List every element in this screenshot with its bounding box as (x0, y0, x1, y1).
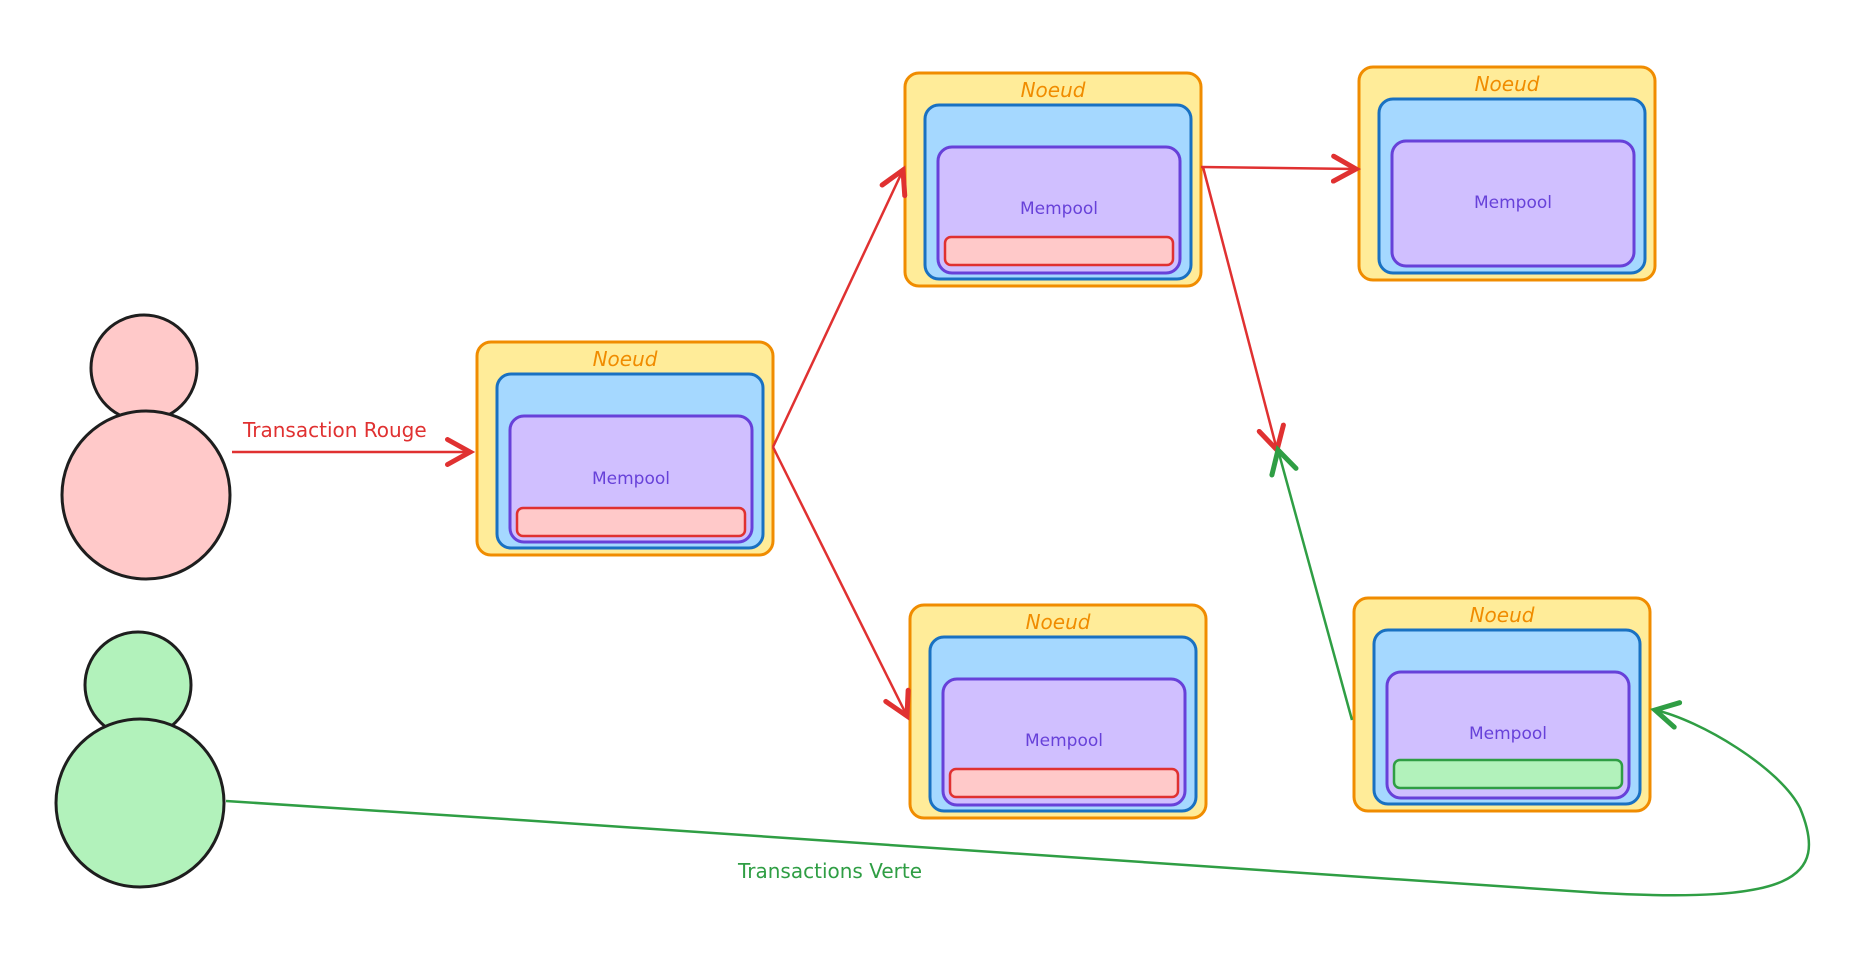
green-user-body (54, 717, 226, 889)
node-1-title: Noeud (593, 347, 658, 371)
node-4-transaction (948, 767, 1180, 799)
node-4-mempool-label: Mempool (1025, 731, 1103, 751)
green-transaction-label: Transactions Verte (737, 859, 922, 883)
node-2-transaction (943, 235, 1175, 267)
green-arrows: Transactions Verte (225, 450, 1811, 897)
node-1-transaction (515, 506, 747, 538)
node-5: Noeud Mempool (1352, 596, 1652, 813)
green-transaction-arrow (225, 710, 1811, 897)
node-5-mempool-label: Mempool (1469, 724, 1547, 744)
node-5-transaction (1392, 758, 1624, 790)
node-2-mempool-label: Mempool (1020, 199, 1098, 219)
red-user-body (60, 409, 232, 581)
red-user-head (89, 313, 199, 423)
green-user (54, 630, 226, 889)
red-user (60, 313, 232, 581)
red-arrows: Transaction Rouge (232, 167, 1356, 716)
arrow-node2-node3 (1200, 167, 1356, 169)
node-3-mempool (1390, 139, 1636, 268)
node-3: Noeud Mempool (1357, 65, 1657, 282)
arrow-node1-node2 (771, 170, 903, 448)
node-1: Noeud Mempool (475, 340, 775, 557)
node-2: Noeud Mempool (903, 71, 1203, 288)
node-4: Noeud Mempool (908, 603, 1208, 820)
node-2-title: Noeud (1021, 78, 1086, 102)
node-1-mempool-label: Mempool (592, 469, 670, 489)
node-4-title: Noeud (1026, 610, 1091, 634)
arrow-node1-node4 (771, 446, 907, 716)
node-5-title: Noeud (1470, 603, 1535, 627)
arrow-node5-meet (1278, 450, 1354, 721)
node-3-mempool-label: Mempool (1474, 193, 1552, 213)
red-transaction-label: Transaction Rouge (242, 418, 427, 442)
node-3-title: Noeud (1475, 72, 1540, 96)
arrow-node2-meet (1201, 166, 1277, 450)
